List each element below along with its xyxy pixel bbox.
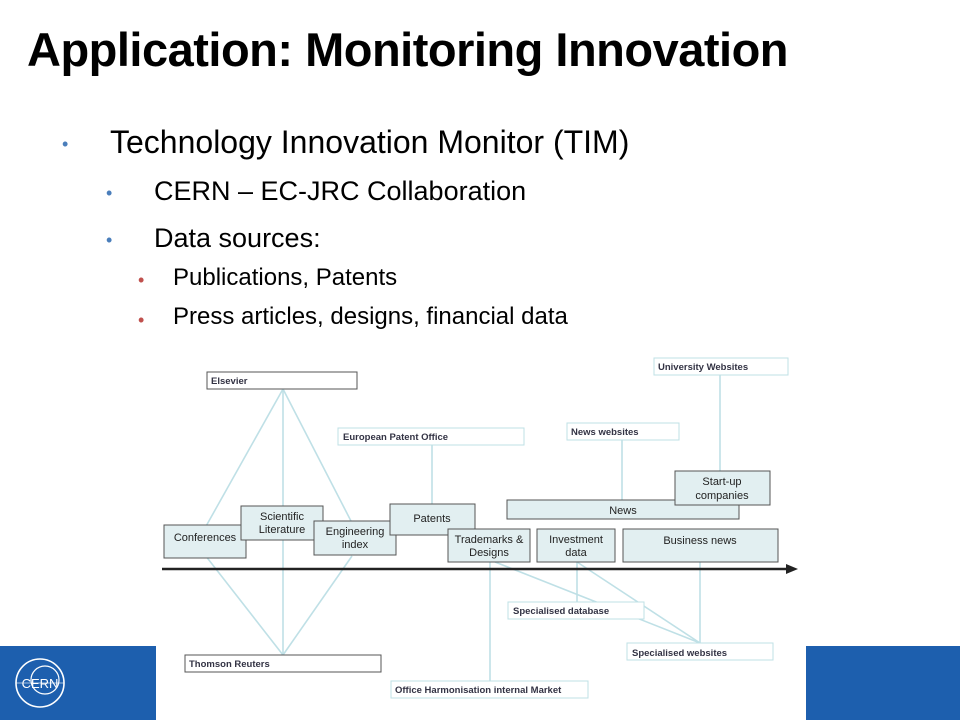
source-ohim: Office Harmonisation internal Market: [390, 680, 589, 699]
svg-text:Specialised websites: Specialised websites: [632, 648, 727, 659]
source-news-websites: News websites: [566, 422, 680, 441]
svg-text:Specialised database: Specialised database: [513, 606, 609, 617]
bullet-level3: Publications, Patents: [173, 264, 398, 291]
box-conferences: Conferences: [163, 524, 247, 559]
footer-band-right: [806, 646, 960, 720]
bullet-dot: •: [138, 270, 145, 290]
svg-text:Trademarks &: Trademarks &: [455, 534, 524, 546]
bullet-dot: •: [106, 230, 113, 250]
svg-text:companies: companies: [695, 490, 749, 502]
bullet-level1: Technology Innovation Monitor (TIM): [110, 124, 630, 160]
svg-text:Scientific: Scientific: [260, 511, 305, 523]
box-business-news: Business news: [622, 528, 779, 563]
svg-text:Elsevier: Elsevier: [211, 376, 248, 387]
bullet-level3: Press articles, designs, financial data: [173, 303, 568, 330]
svg-text:University Websites: University Websites: [658, 362, 748, 373]
footer-band-left: CERN: [0, 646, 156, 720]
box-news: News: [506, 499, 740, 520]
svg-text:index: index: [342, 539, 369, 551]
timeline-arrowhead: [786, 564, 798, 574]
bullet-level2: Data sources:: [154, 223, 321, 253]
source-specialised-database: Specialised database: [507, 601, 645, 620]
svg-text:data: data: [565, 547, 587, 559]
box-scientific-literature: Scientific Literature: [240, 505, 324, 541]
source-specialised-websites: Specialised websites: [626, 642, 774, 661]
svg-text:Engineering: Engineering: [326, 526, 385, 538]
bullet-level2: CERN – EC-JRC Collaboration: [154, 176, 527, 206]
source-european-patent-office: European Patent Office: [337, 427, 525, 446]
box-startup-companies: Start-up companies: [674, 470, 771, 506]
svg-text:News websites: News websites: [571, 427, 639, 438]
source-elsevier: Elsevier: [206, 371, 358, 390]
bullet-dot: •: [106, 183, 113, 203]
box-patents: Patents: [389, 503, 476, 536]
svg-text:Start-up: Start-up: [702, 476, 741, 488]
slide-title: Application: Monitoring Innovation: [27, 23, 789, 76]
svg-text:Literature: Literature: [259, 524, 305, 536]
svg-text:Conferences: Conferences: [174, 532, 237, 544]
bullet-dot: •: [62, 134, 69, 154]
box-trademarks-designs: Trademarks & Designs: [447, 528, 531, 563]
bullet-dot: •: [138, 310, 145, 330]
source-university-websites: University Websites: [653, 357, 789, 376]
svg-text:Investment: Investment: [549, 534, 603, 546]
box-engineering-index: Engineering index: [313, 520, 397, 556]
svg-text:Office Harmonisation internal: Office Harmonisation internal Market: [395, 685, 562, 696]
cern-logo: CERN: [15, 658, 65, 708]
cern-logo-text: CERN: [22, 676, 59, 691]
connector-lines: [204, 375, 721, 681]
svg-text:News: News: [609, 505, 637, 517]
svg-text:European Patent Office: European Patent Office: [343, 432, 448, 443]
svg-text:Thomson Reuters: Thomson Reuters: [189, 659, 270, 670]
source-thomson-reuters: Thomson Reuters: [184, 654, 382, 673]
box-investment-data: Investment data: [536, 528, 616, 563]
svg-text:Business news: Business news: [663, 535, 737, 547]
svg-text:Designs: Designs: [469, 547, 509, 559]
svg-text:Patents: Patents: [413, 513, 451, 525]
